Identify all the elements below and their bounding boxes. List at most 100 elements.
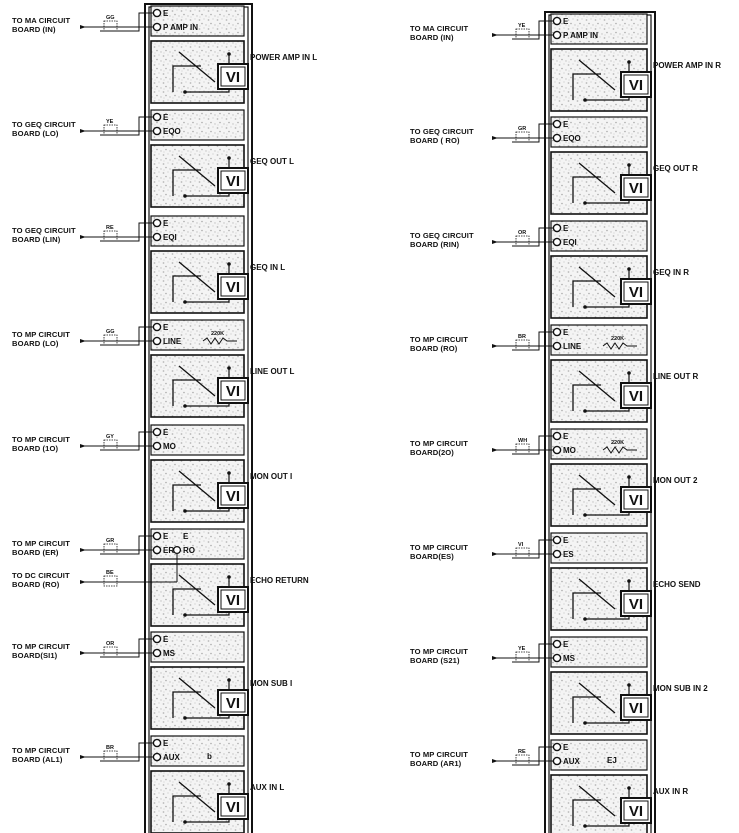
jack-symbol-label: VI [226,383,240,400]
jack-contact-drawing [572,474,616,515]
jack-symbol-label: VI [629,284,643,301]
connector-box [515,339,530,351]
arrow-head [80,129,86,133]
arrow-head [492,240,498,244]
jack-symbol-inner [623,385,649,406]
pin-signal [552,237,562,247]
jack-symbol-box [620,797,652,824]
terminal-block [550,739,648,771]
pin-e [552,431,562,441]
jack-symbol-inner [220,276,246,297]
jack-symbol-inner [623,489,649,510]
board-label-line1: TO MP CIRCUIT [410,335,468,344]
wire-color-code: YE [518,23,526,29]
pin-signal [552,445,562,455]
board-label-line2: BOARD (RIN) [410,240,460,249]
arrow-head [492,552,498,556]
solder-point [183,613,187,617]
arrow-head [80,548,86,552]
ground-wire [100,431,153,451]
solder-point [583,513,587,517]
solder-point [227,52,231,56]
solder-point [583,201,587,205]
connector-box [515,131,530,143]
solder-point [183,90,187,94]
solder-point [583,409,587,413]
arrow-head [80,755,86,759]
board-label-line2: BOARD (IN) [12,25,56,34]
board-label-line2: BOARD(ES) [410,552,454,561]
pin-e [152,738,162,748]
board-label-line1: TO DC CIRCUIT [12,571,70,580]
arrow-head [80,25,86,29]
jack-contact-drawing [572,59,616,100]
resistor-symbol [202,337,237,345]
pin-signal-label: EQO [163,127,181,136]
solder-point [227,678,231,682]
jack-symbol-box [217,586,249,613]
jack-symbol-inner [220,589,246,610]
arrow-head [80,235,86,239]
pin-signal [152,752,162,762]
jack-name: GEQ OUT L [250,157,294,166]
wire-color-code: GR [518,126,526,132]
wire-color-code: BR [518,334,526,340]
pin-e-label: E [163,113,169,122]
jack-symbol-box [217,63,249,90]
board-label-line1: TO GEQ CIRCUIT [12,120,76,129]
solder-point [227,366,231,370]
solder-point [183,509,187,513]
board-label-line1: TO MP CIRCUIT [410,439,468,448]
board-label-line1: TO MP CIRCUIT [12,539,70,548]
pin-signal [152,545,162,555]
solder-point [627,267,631,271]
solder-point [627,683,631,687]
pin-signal [552,133,562,143]
terminal-marking: EJ [607,756,617,765]
solder-point [583,721,587,725]
solder-point [583,824,587,828]
connector-box [103,20,118,32]
pin-e [552,16,562,26]
arrow-head [80,339,86,343]
pin-signal-label: AUX [563,757,581,766]
jack-symbol-box [620,174,652,201]
jack-symbol-inner [220,380,246,401]
pin-e [152,322,162,332]
pin-e-label: E [163,323,169,332]
arrow-head [492,759,498,763]
connector-box [103,646,118,658]
pin-e-label: E [163,9,169,18]
connector-box [103,230,118,242]
wire-color-code: YE [106,119,114,125]
resistor-value: 220K [611,336,624,342]
jack-symbol-inner [623,281,649,302]
ground-wire [100,12,153,32]
board-label-line1: TO MP CIRCUIT [410,543,468,552]
jack-contact-drawing [572,162,616,203]
solder-point [183,716,187,720]
pin-e-label: E [163,635,169,644]
jack-symbol-inner [623,800,649,821]
board-label-line2: BOARD (RO) [12,580,60,589]
pin-e-label: E [163,428,169,437]
arrow-head [80,444,86,448]
jack-contact-drawing [572,578,616,619]
pin-signal-label: MO [563,446,576,455]
solder-point [227,575,231,579]
solder-point [183,300,187,304]
board-label-line2: BOARD (LIN) [12,235,61,244]
connector-box [515,754,530,766]
pin-signal-label: MO [163,442,176,451]
pin-e [552,327,562,337]
wire-color-code: GR [106,538,114,544]
jack-contact-drawing [172,781,216,822]
jack-symbol-box [217,482,249,509]
jack-name: GEQ OUT R [653,164,698,173]
jack-symbol-box [620,590,652,617]
board-label-line2: BOARD (S21) [410,656,460,665]
solder-point [627,163,631,167]
arrow-head [80,651,86,655]
